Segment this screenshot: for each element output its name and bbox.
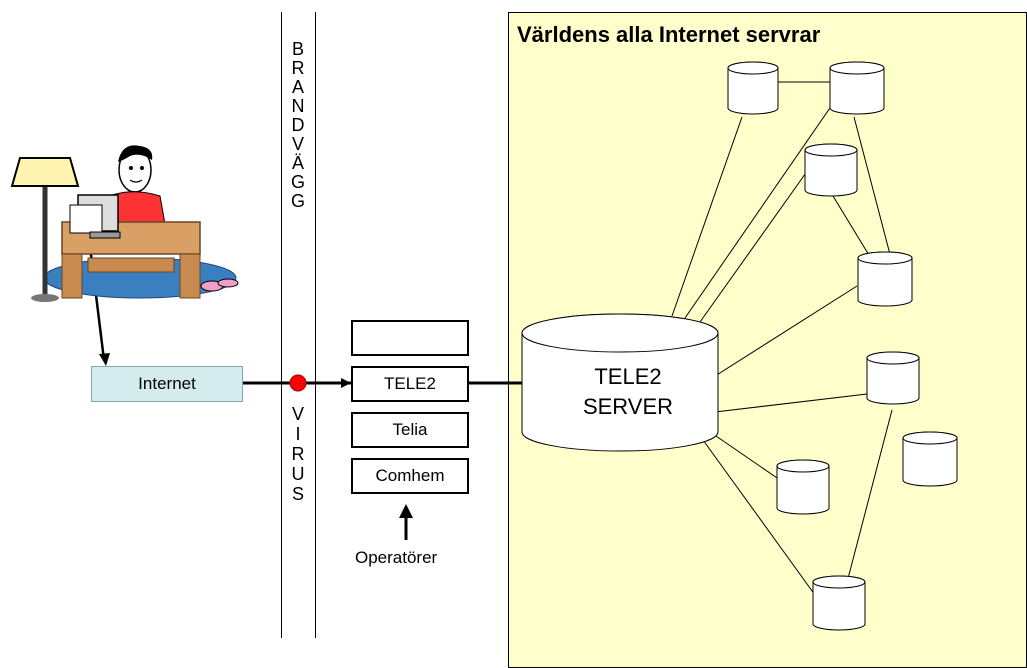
firewall-letter: G (290, 191, 305, 211)
server-cylinder-icon (804, 143, 858, 197)
network-link (844, 409, 893, 591)
firewall-letter: G (290, 172, 305, 192)
firewall-letter: B (291, 39, 304, 59)
server-cylinder-icon (812, 575, 866, 631)
network-link (699, 169, 809, 323)
network-link (711, 285, 858, 379)
operator-box-tele2: TELE2 (351, 366, 469, 402)
server-cylinder-icon (829, 61, 885, 115)
server-cylinder-icon (857, 251, 913, 307)
firewall-letter: D (291, 115, 305, 135)
person-shirt (111, 191, 166, 225)
operators-caption: Operatörer (355, 548, 438, 567)
arrowhead-icon (99, 353, 110, 366)
server-cylinders (727, 61, 958, 631)
network-link (714, 393, 868, 413)
virus-letter: V (291, 404, 304, 424)
firewall-letter: A (291, 77, 304, 97)
network-link (853, 116, 893, 263)
virus-letter: U (291, 464, 305, 484)
server-cylinder-icon (902, 431, 958, 487)
network-link (671, 116, 743, 317)
operator-box-comhem: Comhem (351, 458, 469, 494)
world-title: Världens alla Internet servrar (517, 22, 821, 47)
internet-box: Internet (91, 366, 243, 402)
virus-letter: I (295, 424, 301, 444)
tele2-server-label-line2: SERVER (582, 394, 674, 419)
server-cylinder-icon (776, 459, 830, 515)
lamp-base (31, 294, 59, 302)
virus-letter: R (291, 444, 305, 464)
firewall-line-right (315, 12, 316, 638)
person-at-computer-illustration (10, 145, 239, 302)
tele2-server-label: TELE2 SERVER (548, 362, 708, 422)
firewall-line-left (281, 12, 282, 638)
tele2-server-cylinder (521, 313, 719, 452)
up-arrow-icon (399, 504, 413, 540)
firewall-letter: R (291, 58, 305, 78)
network-link (684, 104, 833, 319)
network-link (702, 439, 816, 596)
server-cylinder-icon (727, 61, 779, 115)
desk-top (61, 221, 201, 255)
slipper (217, 278, 239, 288)
firewall-letter: N (291, 96, 305, 116)
virus-dot-icon (289, 374, 307, 392)
operator-box-blank (351, 320, 469, 356)
firewall-letter: V (291, 134, 304, 154)
operator-box-telia: Telia (351, 412, 469, 448)
virus-letter: S (291, 484, 304, 504)
server-cylinder-icon (866, 351, 920, 405)
lamp-shade-icon (10, 157, 80, 187)
firewall-letter: Ä (291, 153, 304, 173)
tele2-server-label-line1: TELE2 (594, 364, 662, 389)
arrowhead-icon (341, 378, 351, 388)
